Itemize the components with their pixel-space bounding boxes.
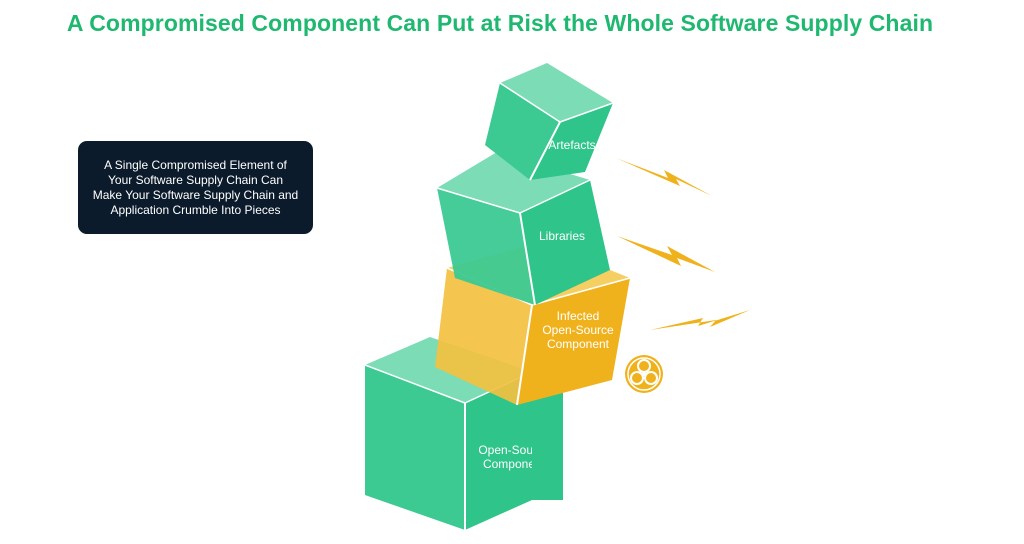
base-block-label-line2: Component [483, 457, 546, 471]
infected-block-label-line2: Open-Source [542, 323, 614, 337]
infected-block-label-line1: Infected [557, 309, 600, 323]
artefacts-block-front [485, 83, 560, 180]
libraries-block-side [520, 180, 610, 305]
base-block-side [465, 372, 532, 530]
infected-block-side [517, 278, 630, 405]
infected-block-label-line3: Component [547, 337, 610, 351]
libraries-block: Libraries [436, 152, 610, 306]
lightning-bolt-icon [616, 158, 712, 196]
callout-box: A Single Compromised Element of Your Sof… [78, 141, 313, 234]
libraries-block-label: Libraries [539, 229, 585, 243]
base-block-front [365, 365, 465, 530]
page-title: A Compromised Component Can Put at Risk … [66, 10, 934, 36]
callout-text: A Single Compromised Element of Your Sof… [92, 157, 299, 217]
lightning-bolt-icon [617, 236, 715, 272]
biohazard-icon [625, 355, 663, 393]
artefacts-block: Artefacts [485, 63, 614, 181]
artefacts-block-top [500, 63, 613, 122]
artefacts-block-label: Artefacts [548, 138, 595, 152]
libraries-block-front [437, 188, 535, 305]
infected-block-front [435, 268, 532, 405]
artefacts-block-side [530, 103, 613, 180]
lightning-bolt-icon [650, 310, 750, 330]
